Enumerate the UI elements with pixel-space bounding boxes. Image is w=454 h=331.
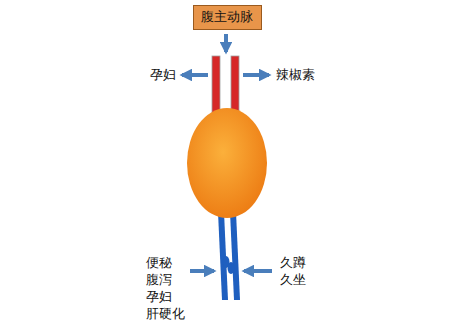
pointer-arrow [182, 73, 208, 77]
risk-factor: 孕妇 [150, 66, 176, 83]
vein [218, 212, 228, 300]
organ [187, 108, 267, 218]
risk-factor-list: 久蹲 久坐 [280, 254, 310, 288]
vessel-box: 腹主动脉 [193, 5, 262, 30]
varix [228, 262, 235, 274]
box-title: 腹主动脉 [201, 9, 254, 25]
pointer-arrow [243, 73, 269, 77]
pointer-arrow [244, 269, 272, 273]
vein [230, 212, 240, 300]
pointer-arrow [190, 269, 214, 273]
risk-factor: 辣椒素 [276, 66, 315, 83]
flow-arrow [224, 34, 228, 52]
risk-factor-list: 便秘 腹泻 孕妇 肝硬化 [146, 254, 189, 322]
